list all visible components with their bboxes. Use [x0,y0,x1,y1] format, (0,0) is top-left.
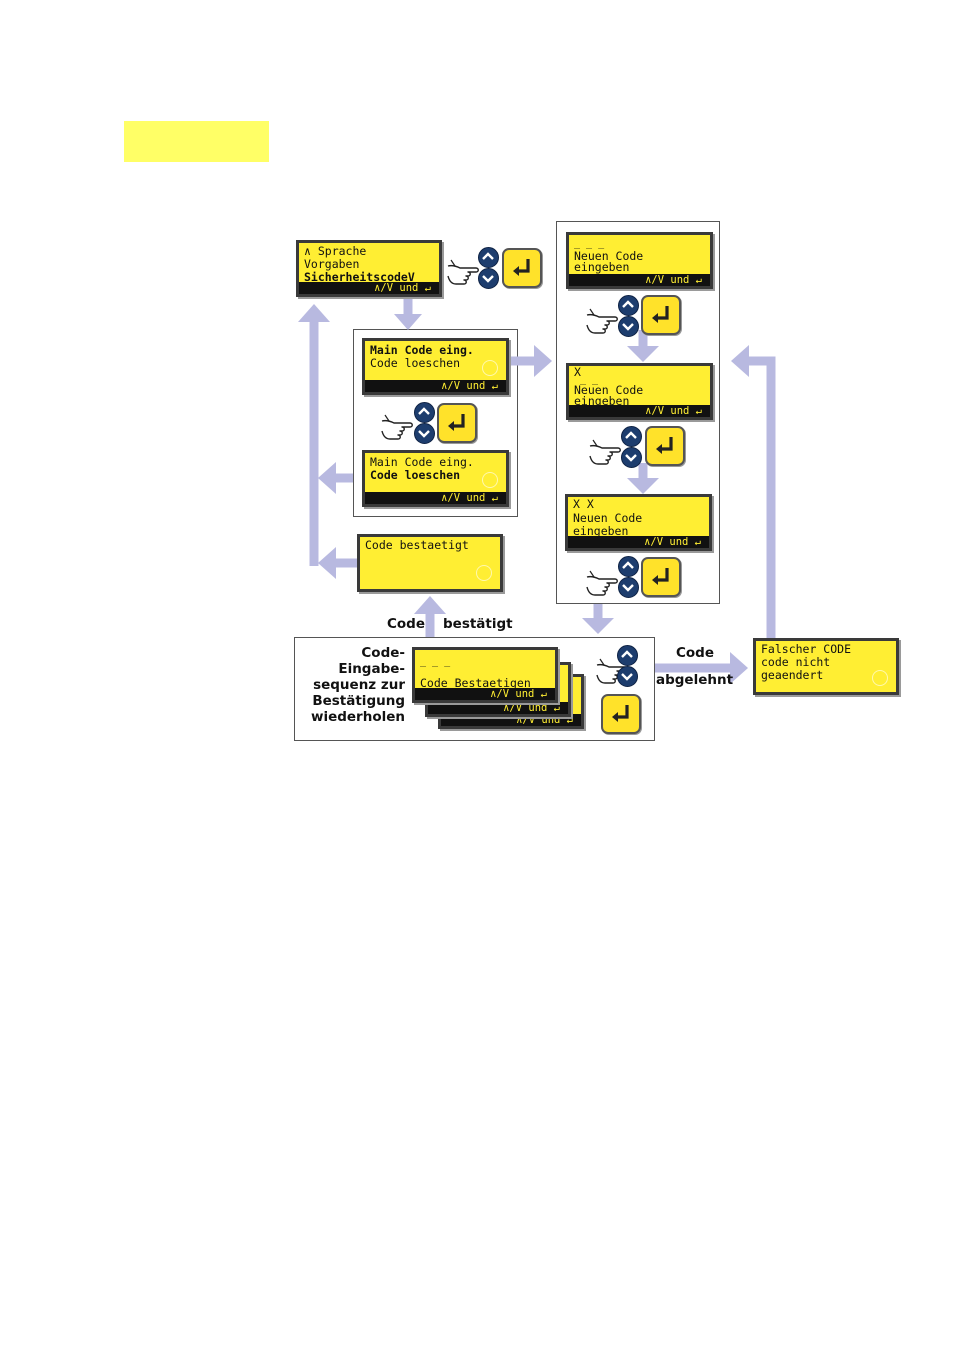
nc1-line-3: eingeben [574,260,630,274]
screen-new-code-3: X X Neuen Code eingeben ∧/V und ↵ [565,494,712,551]
confirm-bar-3: ∧/V und ↵ [441,714,581,726]
label-code-right: Code [676,645,715,661]
nc2-line-3: Neuen Code [574,383,644,397]
screen-glint [872,670,888,686]
arrow-up-button-icon[interactable] [618,556,639,577]
nc1-line-2: Neuen Code [574,249,644,263]
highlight-marker [124,121,269,162]
confirmed-line-1: Code bestaetigt [365,538,469,552]
label-bestaetigt: bestätigt [443,616,513,632]
pointing-hand-icon [585,567,625,599]
arrow-up-button-icon[interactable] [618,295,639,316]
wrong-line-1: Falscher CODE [761,642,852,656]
main1-bar: ∧/V und ↵ [365,380,506,392]
label-repeat-sequence: Code- Eingabe- sequenz zur Bestätigung w… [310,645,405,725]
enter-key-icon[interactable] [601,694,641,734]
main2-line-2: Code loeschen [370,468,461,482]
arrow-down-button-icon[interactable] [618,577,639,598]
arrow-down-button-icon[interactable] [618,316,639,337]
nc2-line-1: X [574,365,581,379]
pointing-hand-icon [446,256,486,288]
wrong-line-2: code nicht [761,655,831,669]
nc3-line-1: X X [573,497,594,511]
main2-bar: ∧/V und ↵ [365,492,506,504]
confirm-bar: ∧/V und ↵ [415,688,555,700]
main1-line-1: Main Code eing. [370,343,474,357]
confirm-line-1: _ _ _ [420,656,451,667]
nc2-line-4: eingeben [574,394,630,408]
enter-key-icon[interactable] [645,426,685,466]
arrow-up-button-icon[interactable] [617,645,638,666]
main1-line-2: Code loeschen [370,356,461,370]
pointing-hand-icon [380,411,420,443]
confirm-bar-2: ∧/V und ↵ [428,702,568,714]
screen-new-code-1: _ _ _ Neuen Code eingeben ∧/V und ↵ [566,232,713,289]
enter-key-icon[interactable] [502,248,542,288]
enter-key-icon[interactable] [641,557,681,597]
main2-line-1: Main Code eing. [370,455,474,469]
screen-glint [482,360,498,376]
screen-main-code-1: Main Code eing. Code loeschen ∧/V und ↵ [362,338,509,395]
screen-confirmed: Code bestaetigt [357,534,503,592]
arrow-down-button-icon[interactable] [617,666,638,687]
nc2-line-2: _ _ [574,374,599,385]
pointing-hand-icon [588,436,628,468]
menu-line-1: ∧ Sprache [304,244,367,258]
arrow-up-button-icon[interactable] [478,247,499,268]
screen-menu: ∧ Sprache Vorgaben SicherheitscodeV ∧/V … [296,240,442,297]
confirm-line-2: Code Bestaetigen [420,676,531,690]
arrow-up-button-icon[interactable] [621,426,642,447]
nc3-bar: ∧/V und ↵ [568,536,709,548]
wrong-line-3: geaendert [761,668,824,682]
nc2-bar: ∧/V und ↵ [569,405,710,417]
pointing-hand-icon [585,305,625,337]
screen-confirm-sequence: _ _ _ Code Bestaetigen ∧/V und ↵ [412,647,558,703]
screen-glint [482,472,498,488]
label-code-left: Code [387,616,426,632]
screen-main-code-2: Main Code eing. Code loeschen ∧/V und ↵ [362,450,509,507]
arrow-down-button-icon[interactable] [414,423,435,444]
menu-line-2: Vorgaben [304,257,360,271]
nc3-line-2: Neuen Code [573,511,643,525]
arrow-up-button-icon[interactable] [414,402,435,423]
screen-glint [476,565,492,581]
arrow-down-button-icon[interactable] [478,268,499,289]
nc1-bar: ∧/V und ↵ [569,274,710,286]
menu-bar: ∧/V und ↵ [299,282,439,294]
nc3-line-3: eingeben [573,524,629,538]
screen-wrong-code: Falscher CODE code nicht geaendert [753,638,899,695]
label-abgelehnt: abgelehnt [656,672,734,688]
nc1-line-1: _ _ _ [574,238,605,249]
screen-new-code-2: X _ _ Neuen Code eingeben ∧/V und ↵ [566,363,713,420]
enter-key-icon[interactable] [641,295,681,335]
enter-key-icon[interactable] [437,403,477,443]
arrow-wrong-to-newcode [745,356,776,638]
arrow-down-button-icon[interactable] [621,447,642,468]
menu-line-3: SicherheitscodeV [304,270,415,284]
